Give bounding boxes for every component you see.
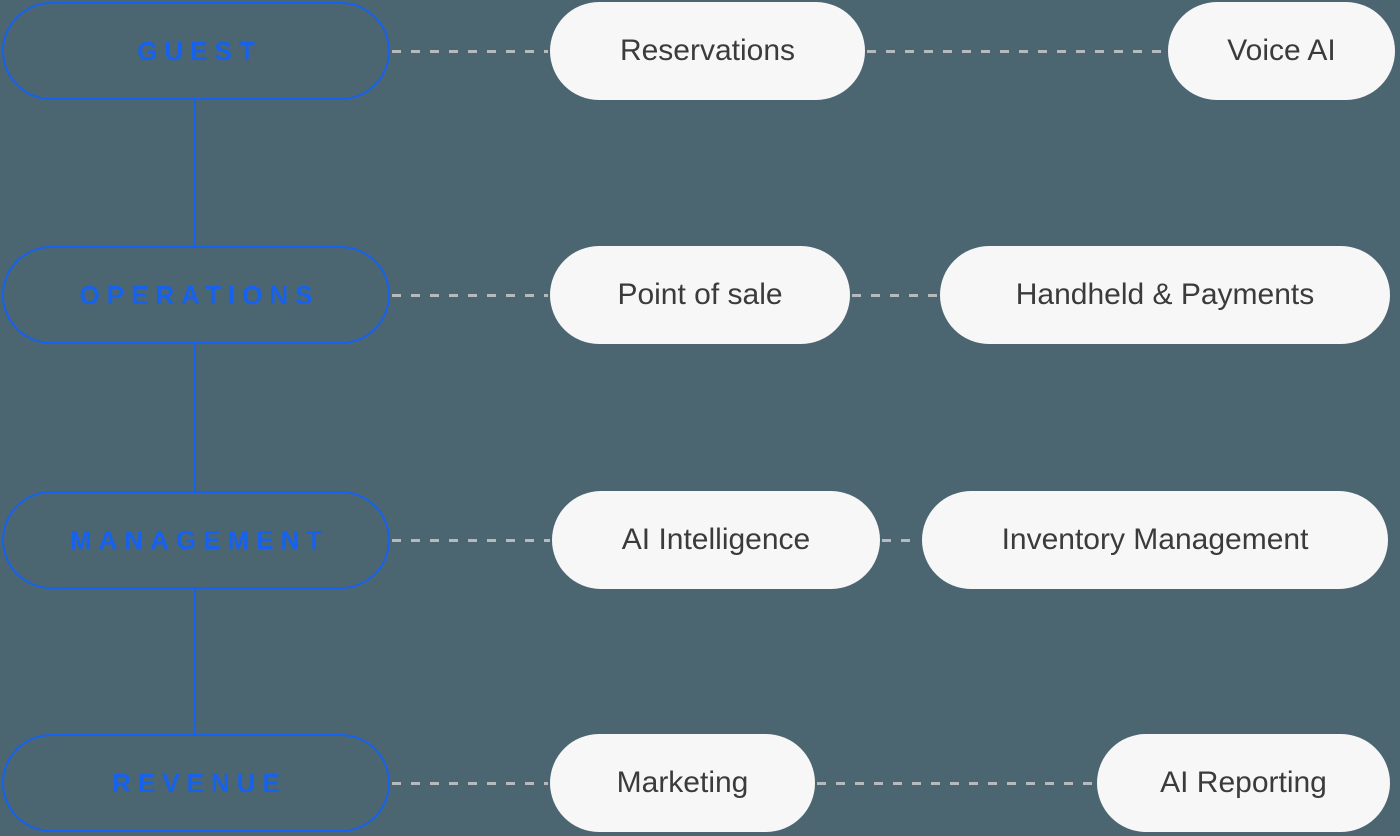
stage-pill-revenue[interactable]: REVENUE [2,734,390,832]
dashed-connector-guest-reservations [392,50,548,53]
dashed-connector-point-of-sale-handheld [852,294,938,297]
product-pill-reservations[interactable]: Reservations [550,2,865,100]
product-pill-point-of-sale[interactable]: Point of sale [550,246,850,344]
product-pill-ai-reporting[interactable]: AI Reporting [1097,734,1390,832]
dashed-connector-revenue-marketing [392,782,548,785]
dashed-connector-management-ai-intelligence [392,539,550,542]
stage-connector-operations-management [194,344,196,491]
stage-pill-management[interactable]: MANAGEMENT [2,491,390,589]
dashed-connector-ai-intelligence-inventory [882,539,920,542]
dashed-connector-reservations-voice-ai [867,50,1166,53]
product-pill-marketing[interactable]: Marketing [550,734,815,832]
product-pill-voice-ai[interactable]: Voice AI [1168,2,1395,100]
stage-pill-operations[interactable]: OPERATIONS [2,246,390,344]
stage-pill-guest[interactable]: GUEST [2,2,390,100]
dashed-connector-marketing-ai-reporting [817,782,1095,785]
stage-connector-guest-operations [194,100,196,246]
dashed-connector-operations-point-of-sale [392,294,548,297]
product-pill-inventory-management[interactable]: Inventory Management [922,491,1388,589]
product-pill-ai-intelligence[interactable]: AI Intelligence [552,491,880,589]
product-pill-handheld-payments[interactable]: Handheld & Payments [940,246,1390,344]
stage-connector-management-revenue [194,589,196,734]
